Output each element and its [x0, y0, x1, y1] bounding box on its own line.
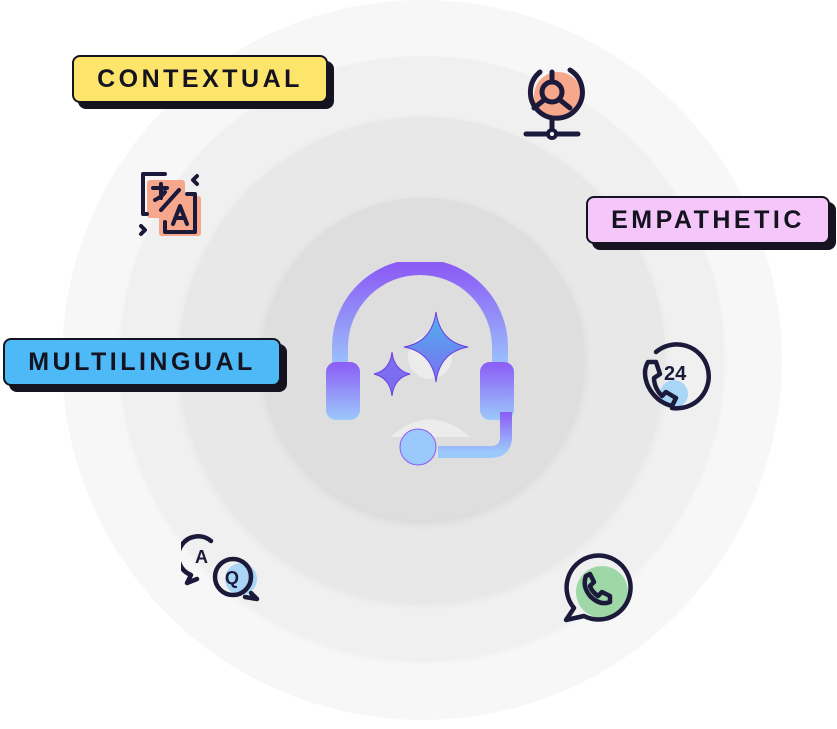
- empathetic-tag: EMPATHETIC: [586, 196, 830, 244]
- question-answer-chat-icon: A Q: [181, 527, 266, 607]
- faq-a-letter: A: [195, 547, 208, 567]
- phone-24-text: 24: [664, 363, 687, 385]
- multilingual-label: MULTILINGUAL: [28, 347, 256, 376]
- translate-icon: [137, 170, 207, 240]
- whatsapp-icon: [558, 548, 638, 628]
- network-globe-icon: [518, 62, 588, 142]
- empathetic-label: EMPATHETIC: [611, 205, 805, 234]
- phone-24-icon: 24: [634, 342, 714, 417]
- contextual-tag: CONTEXTUAL: [72, 55, 328, 103]
- headset-sparkle-icon: [318, 259, 523, 472]
- faq-q-letter: Q: [225, 568, 239, 588]
- contextual-label: CONTEXTUAL: [97, 64, 303, 93]
- multilingual-tag: MULTILINGUAL: [3, 338, 281, 386]
